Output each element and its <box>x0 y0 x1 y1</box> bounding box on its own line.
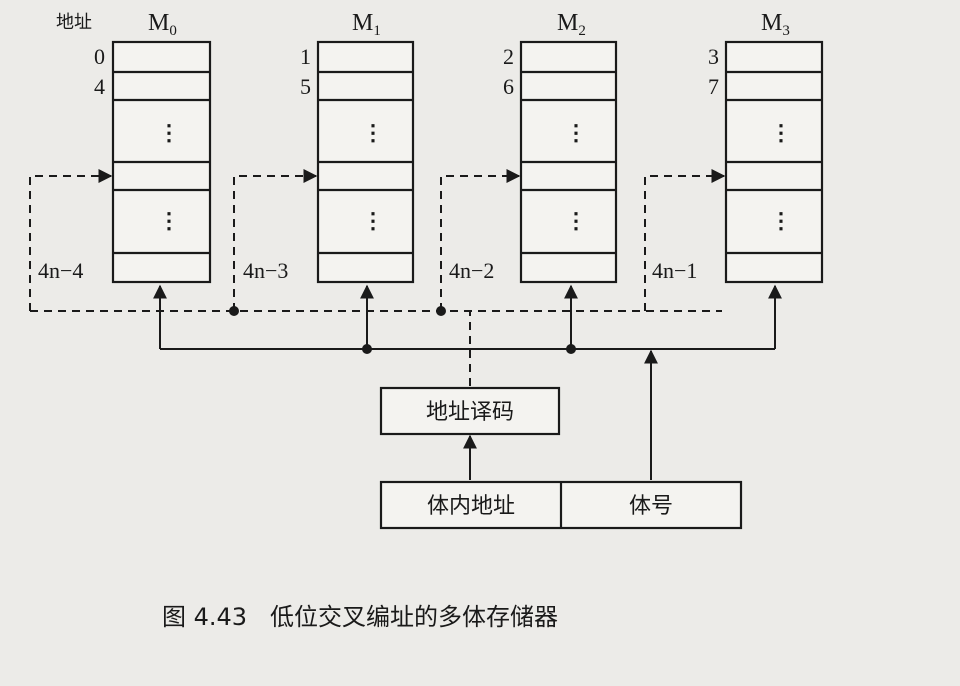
addr-m3-last: 4n−1 <box>652 258 697 283</box>
memory-module-m3 <box>724 40 824 284</box>
bank-number-label: 体号 <box>629 494 673 519</box>
address-decoder-box: 地址译码 <box>379 386 561 436</box>
ellipsis-m2-upper: ⋮ <box>565 120 587 145</box>
address-header: 地址 <box>56 12 92 33</box>
addr-m1-last: 4n−3 <box>243 258 288 283</box>
address-bus <box>153 284 782 480</box>
junction-dot <box>436 306 446 316</box>
memory-module-m2 <box>519 40 618 284</box>
memory-module-m0 <box>111 40 212 284</box>
addr-m1-second: 5 <box>300 74 311 99</box>
in-bank-address-label: 体内地址 <box>427 494 515 519</box>
ellipsis-m0-upper: ⋮ <box>158 120 180 145</box>
ellipsis-m3-upper: ⋮ <box>770 120 792 145</box>
ellipsis-m2-lower: ⋮ <box>565 208 587 233</box>
junction-dot <box>362 344 372 354</box>
addr-m3-first: 3 <box>708 44 719 69</box>
module-title-m1: M1 <box>352 10 381 39</box>
module-title-m0: M0 <box>148 10 177 39</box>
figure-caption: 图 4.43 低位交叉编址的多体存储器 <box>162 603 558 631</box>
addr-m3-second: 7 <box>708 74 719 99</box>
addr-m0-first: 0 <box>94 44 105 69</box>
module-title-m2: M2 <box>557 10 586 39</box>
ellipsis-m1-lower: ⋮ <box>362 208 384 233</box>
addr-m1-first: 1 <box>300 44 311 69</box>
addr-m0-second: 4 <box>94 74 105 99</box>
memory-module-m1 <box>316 40 415 284</box>
decoder-select-lines <box>29 169 726 386</box>
addr-m2-first: 2 <box>503 44 514 69</box>
addr-m2-second: 6 <box>503 74 514 99</box>
ellipsis-m0-lower: ⋮ <box>158 208 180 233</box>
junction-dot <box>566 344 576 354</box>
addr-m2-last: 4n−2 <box>449 258 494 283</box>
junction-dot <box>229 306 239 316</box>
ellipsis-m3-lower: ⋮ <box>770 208 792 233</box>
ellipsis-m1-upper: ⋮ <box>362 120 384 145</box>
address-register: 体内地址 体号 <box>379 480 743 530</box>
module-title-m3: M3 <box>761 10 790 39</box>
addr-m0-last: 4n−4 <box>38 258 83 283</box>
address-decoder-label: 地址译码 <box>426 400 514 425</box>
